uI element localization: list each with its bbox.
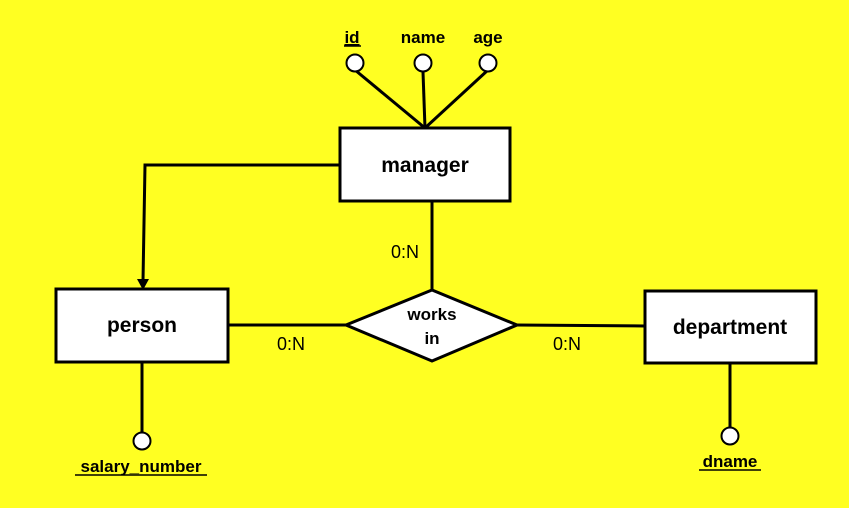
works-in-department-line (515, 323, 646, 328)
name-attribute-label: name (401, 28, 445, 47)
works-in-relationship (342, 288, 521, 363)
dname-attribute-circle (720, 426, 740, 446)
id-attribute-label: id (344, 28, 359, 47)
manager-attribute-links (354, 68, 490, 130)
works-in-label-line1: works (406, 305, 456, 324)
age-link (423, 68, 490, 130)
id-link (354, 68, 426, 130)
person-cardinality: 0:N (277, 334, 305, 354)
manager-person-isa-line (141, 163, 340, 282)
department-label: department (673, 316, 787, 339)
salary-number-attribute-circle (132, 431, 152, 451)
name-link (421, 71, 427, 129)
dname-attribute-label: dname (703, 452, 758, 471)
person-entity (54, 287, 230, 364)
manager-entity (338, 126, 512, 203)
salary-number-attribute-label: salary_number (81, 457, 202, 476)
id-attribute-circle (345, 53, 365, 73)
age-attribute-circle (478, 53, 498, 73)
person-label: person (107, 314, 177, 337)
isa-arrowhead (137, 279, 149, 290)
manager-cardinality: 0:N (391, 242, 419, 262)
age-attribute-label: age (473, 28, 502, 47)
name-attribute-circle (413, 53, 433, 73)
department-cardinality: 0:N (553, 334, 581, 354)
department-entity (643, 289, 818, 365)
works-in-label-line2: in (424, 329, 439, 348)
manager-label: manager (381, 154, 469, 177)
